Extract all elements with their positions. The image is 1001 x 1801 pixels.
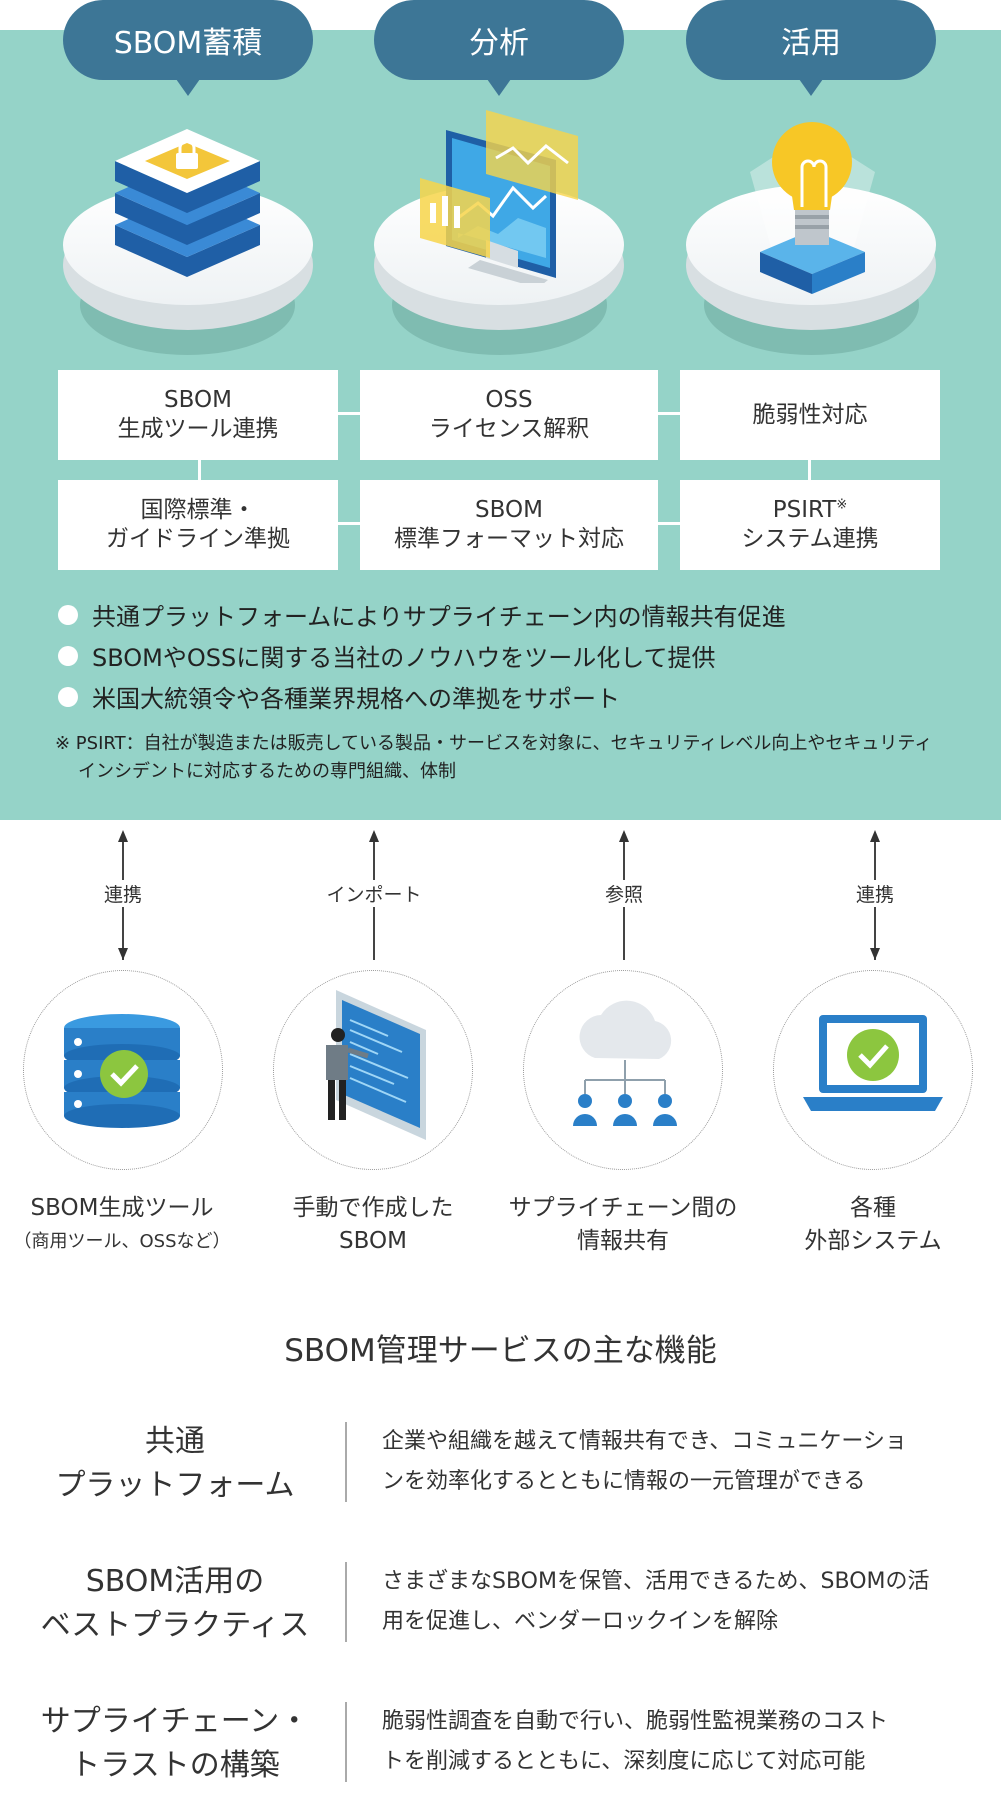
source-circle xyxy=(523,970,723,1170)
lightbulb-icon xyxy=(750,122,875,294)
feature-name-line: SBOM活用の xyxy=(85,1564,265,1599)
arrow-head-up xyxy=(369,830,379,842)
box-connector xyxy=(338,522,360,525)
feature-name-line: サプライチェーン・ xyxy=(40,1704,310,1739)
feature-name-line: トラストの構築 xyxy=(70,1748,280,1783)
source-label: 各種 外部システム xyxy=(748,1192,998,1258)
box-line: 国際標準・ xyxy=(140,497,256,524)
arrow-head-up xyxy=(870,830,880,842)
stage-label: 活用 xyxy=(781,26,841,61)
server-lock-icon xyxy=(115,129,260,277)
source-label-line: 各種 xyxy=(850,1195,896,1221)
feature-name-line: 共通 xyxy=(145,1424,205,1459)
source-label-line: SBOM生成ツール xyxy=(30,1195,214,1221)
bullet-text: 米国大統領令や各種業界規格への準拠をサポート xyxy=(92,685,620,713)
feature-box-vulnerability: 脆弱性対応 xyxy=(680,370,940,460)
source-circle xyxy=(23,970,223,1170)
footnote-line: インシデントに対応するための専門組織、体制 xyxy=(78,761,456,782)
box-line: SBOM xyxy=(164,387,232,414)
arrow-head-down xyxy=(870,948,880,960)
feature-name-line: プラットフォーム xyxy=(55,1468,295,1503)
box-line: ライセンス解釈 xyxy=(428,416,590,442)
feature-name: 共通 プラットフォーム xyxy=(20,1420,330,1508)
box-line: SBOM xyxy=(475,497,543,524)
source-circle xyxy=(273,970,473,1170)
source-label-line: 情報共有 xyxy=(577,1228,669,1254)
features-title: SBOM管理サービスの主な機能 xyxy=(284,1333,717,1369)
arrow-label: 連携 xyxy=(805,880,945,907)
feature-name: サプライチェーン・ トラストの構築 xyxy=(20,1700,330,1788)
box-connector xyxy=(198,450,201,490)
source-label: サプライチェーン間の 情報共有 xyxy=(498,1192,748,1258)
feature-name-line: ベストプラクティス xyxy=(40,1608,310,1643)
arrow-label: 連携 xyxy=(53,880,193,907)
feature-divider xyxy=(345,1422,347,1502)
source-label-line: 外部システム xyxy=(804,1228,942,1254)
feature-desc-line: さまざまなSBOMを保管、活用できるため、SBOMの活 xyxy=(382,1569,930,1594)
feature-divider xyxy=(345,1702,347,1782)
source-label-line: 手動で作成した xyxy=(292,1195,454,1221)
feature-desc-line: 用を促進し、ベンダーロックインを解除 xyxy=(382,1609,779,1634)
bullet-item: SBOMやOSSに関する当社のノウハウをツール化して提供 xyxy=(58,638,716,673)
arrow-label: 参照 xyxy=(554,880,694,907)
source-label: 手動で作成した SBOM xyxy=(248,1192,498,1258)
box-connector xyxy=(658,522,680,525)
feature-desc-line: 企業や組織を越えて情報共有でき、コミュニケーショ xyxy=(382,1429,907,1454)
box-line: 脆弱性対応 xyxy=(752,401,868,428)
arrow-head-up xyxy=(118,830,128,842)
stage-bubble-utilize: 活用 xyxy=(686,0,936,96)
feature-name: SBOM活用の ベストプラクティス xyxy=(20,1560,330,1648)
stage-bubble-analyze: 分析 xyxy=(374,0,624,96)
box-connector xyxy=(658,412,680,415)
bullet-text: SBOMやOSSに関する当社のノウハウをツール化して提供 xyxy=(92,644,716,672)
feature-divider xyxy=(345,1562,347,1642)
database-check-icon xyxy=(64,1014,180,1128)
bullet-dot xyxy=(58,645,78,666)
arrow-label: インポート xyxy=(304,880,444,907)
analytics-monitor-icon xyxy=(420,110,578,283)
footnote-mark: ※ xyxy=(836,497,848,513)
source-label-line: SBOM xyxy=(339,1228,407,1254)
source-label-note: （商用ツール、OSSなど） xyxy=(13,1231,231,1252)
feature-description: さまざまなSBOMを保管、活用できるため、SBOMの活 用を促進し、ベンダーロッ… xyxy=(382,1562,982,1642)
box-connector xyxy=(808,450,811,490)
cloud-network-icon xyxy=(573,1000,677,1126)
laptop-check-icon xyxy=(803,1015,943,1111)
stage-label: 分析 xyxy=(469,26,529,61)
arrow-head-down xyxy=(118,948,128,960)
feature-desc-line: トを削減するとともに、深刻度に応じて対応可能 xyxy=(382,1749,866,1774)
feature-description: 脆弱性調査を自動で行い、脆弱性監視業務のコスト トを削減するとともに、深刻度に応… xyxy=(382,1702,982,1782)
bullet-item: 米国大統領令や各種業界規格への準拠をサポート xyxy=(58,679,620,714)
bullet-item: 共通プラットフォームによりサプライチェーン内の情報共有促進 xyxy=(58,597,786,632)
source-label: SBOM生成ツール （商用ツール、OSSなど） xyxy=(0,1192,247,1258)
bullet-dot xyxy=(58,604,78,625)
box-line: システム連携 xyxy=(741,526,879,552)
box-line: ガイドライン準拠 xyxy=(106,526,290,552)
feature-desc-line: 脆弱性調査を自動で行い、脆弱性監視業務のコスト xyxy=(382,1709,889,1734)
stage-bubble-accumulate: SBOM蓄積 xyxy=(63,0,313,96)
box-line: 生成ツール連携 xyxy=(117,416,279,442)
feature-description: 企業や組織を越えて情報共有でき、コミュニケーショ ンを効率化するとともに情報の一… xyxy=(382,1422,982,1502)
box-line: PSIRT xyxy=(772,497,837,524)
bullet-text: 共通プラットフォームによりサプライチェーン内の情報共有促進 xyxy=(92,603,786,631)
arrow-head-up xyxy=(619,830,629,842)
feature-box-psirt: PSIRT※ システム連携 xyxy=(680,480,940,570)
box-connector xyxy=(338,412,360,415)
source-label-line: サプライチェーン間の xyxy=(508,1195,738,1221)
footnote-line: ※ PSIRT：自社が製造または販売している製品・サービスを対象に、セキュリティ… xyxy=(55,733,933,754)
source-circle xyxy=(773,970,973,1170)
box-line: 標準フォーマット対応 xyxy=(394,526,624,552)
person-screen-icon xyxy=(326,990,426,1140)
feature-box-standards: 国際標準・ガイドライン準拠 xyxy=(58,480,338,570)
stage-label: SBOM蓄積 xyxy=(113,26,263,61)
box-line: OSS xyxy=(485,387,533,414)
bullet-dot xyxy=(58,686,78,707)
feature-desc-line: ンを効率化するとともに情報の一元管理ができる xyxy=(382,1469,866,1494)
